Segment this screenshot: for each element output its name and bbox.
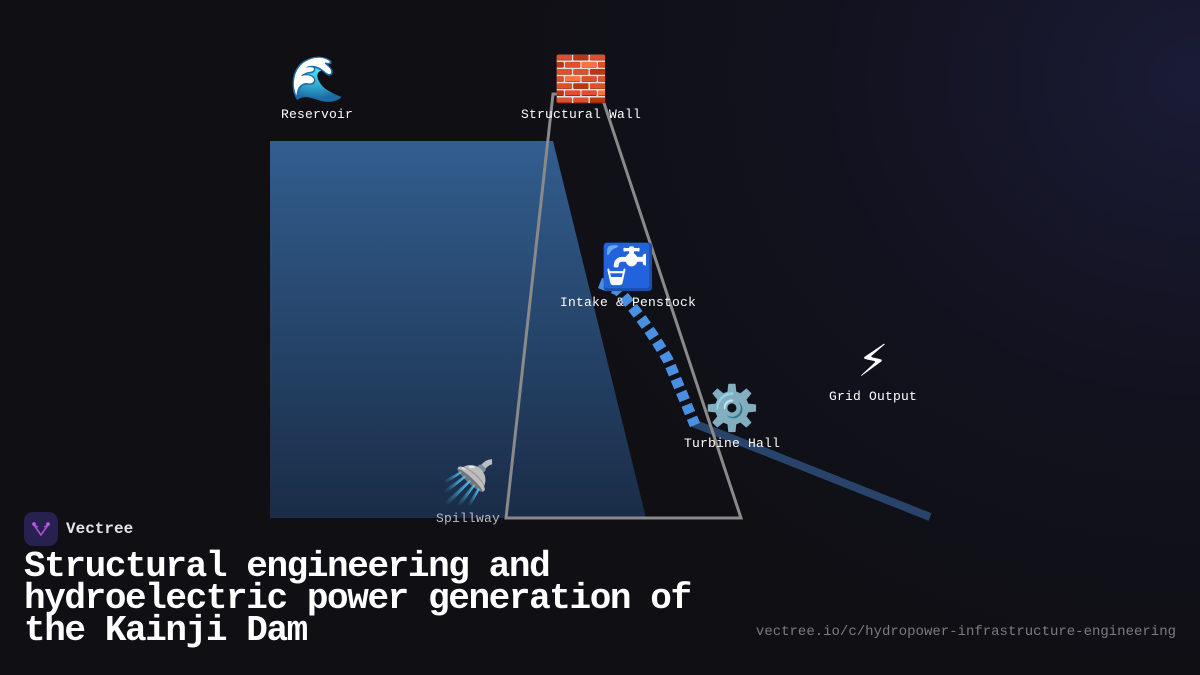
dam-outline xyxy=(504,92,744,520)
tailrace-channel xyxy=(691,419,932,521)
node-structural-wall[interactable]: 🧱 Structural Wall xyxy=(520,54,642,123)
node-grid-output[interactable]: ⚡ Grid Output xyxy=(828,336,918,405)
water-wave-icon: 🌊 xyxy=(289,54,345,105)
shower-icon: 🚿 xyxy=(440,458,496,509)
node-intake-penstock[interactable]: 🚰 Intake & Penstock xyxy=(559,242,697,311)
node-label: Intake & Penstock xyxy=(559,295,697,310)
node-label: Spillway xyxy=(435,511,501,526)
gear-icon: ⚙️ xyxy=(704,383,760,434)
brand[interactable]: Vectree xyxy=(24,512,133,546)
node-turbine-hall[interactable]: ⚙️ Turbine Hall xyxy=(683,383,781,452)
brick-wall-icon: 🧱 xyxy=(553,54,609,105)
brand-name: Vectree xyxy=(66,520,134,538)
node-label: Turbine Hall xyxy=(683,436,781,451)
vectree-logo-icon xyxy=(24,512,58,546)
node-spillway[interactable]: 🚿 Spillway xyxy=(435,458,501,527)
node-label: Grid Output xyxy=(828,389,918,404)
penstock-pipe xyxy=(598,277,701,428)
node-label: Reservoir xyxy=(280,107,354,122)
node-reservoir[interactable]: 🌊 Reservoir xyxy=(280,54,354,123)
page-title: Structural engineering and hydroelectric… xyxy=(24,546,692,651)
reservoir-water xyxy=(270,141,646,518)
node-label: Structural Wall xyxy=(520,107,642,122)
water-tap-icon: 🚰 xyxy=(600,242,656,293)
source-url[interactable]: vectree.io/c/hydropower-infrastructure-e… xyxy=(755,624,1176,640)
lightning-bolt-icon: ⚡ xyxy=(857,336,889,387)
